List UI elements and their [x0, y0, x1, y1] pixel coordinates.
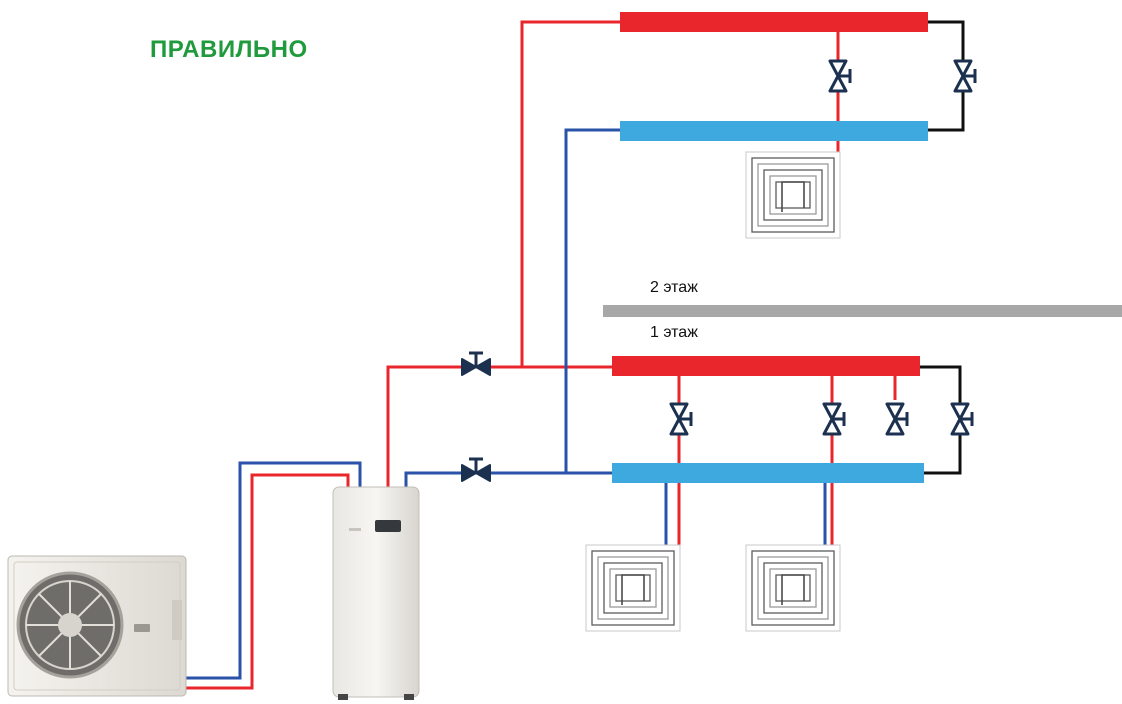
indoor-unit-icon	[332, 486, 420, 700]
valve-icon	[822, 402, 846, 436]
shutoff-valve-icon	[461, 351, 491, 376]
valve-icon	[950, 402, 974, 436]
lower-supply-manifold	[612, 356, 920, 376]
floor-slab	[603, 305, 1122, 317]
pipe-upper-bypass	[926, 20, 965, 132]
floor-label-1: 1 этаж	[650, 324, 698, 341]
upper-return-manifold	[620, 121, 928, 141]
title-label: ПРАВИЛЬНО	[150, 36, 308, 63]
pipe-return-riser	[564, 128, 622, 473]
floor-loop-icon	[585, 544, 681, 632]
pipe-return-outdoor	[186, 461, 362, 680]
valve-icon	[885, 402, 909, 436]
floor-loop-icon	[745, 151, 841, 239]
valve-icon	[669, 402, 693, 436]
floor-label-2: 2 этаж	[650, 279, 698, 296]
pipe-lower-bypass	[918, 365, 962, 475]
pipe-return-main	[404, 471, 615, 490]
upper-supply-manifold	[620, 12, 928, 32]
valve-icon	[828, 59, 852, 93]
pipe-supply-outdoor	[186, 473, 350, 690]
shutoff-valve-icon	[461, 457, 491, 482]
valve-icon	[953, 59, 977, 93]
outdoor-unit-icon	[7, 555, 187, 697]
lower-return-manifold	[612, 463, 924, 483]
floor-loop-icon	[745, 544, 841, 632]
pipe-supply-riser	[520, 20, 622, 367]
pipe-supply-main	[386, 365, 615, 488]
